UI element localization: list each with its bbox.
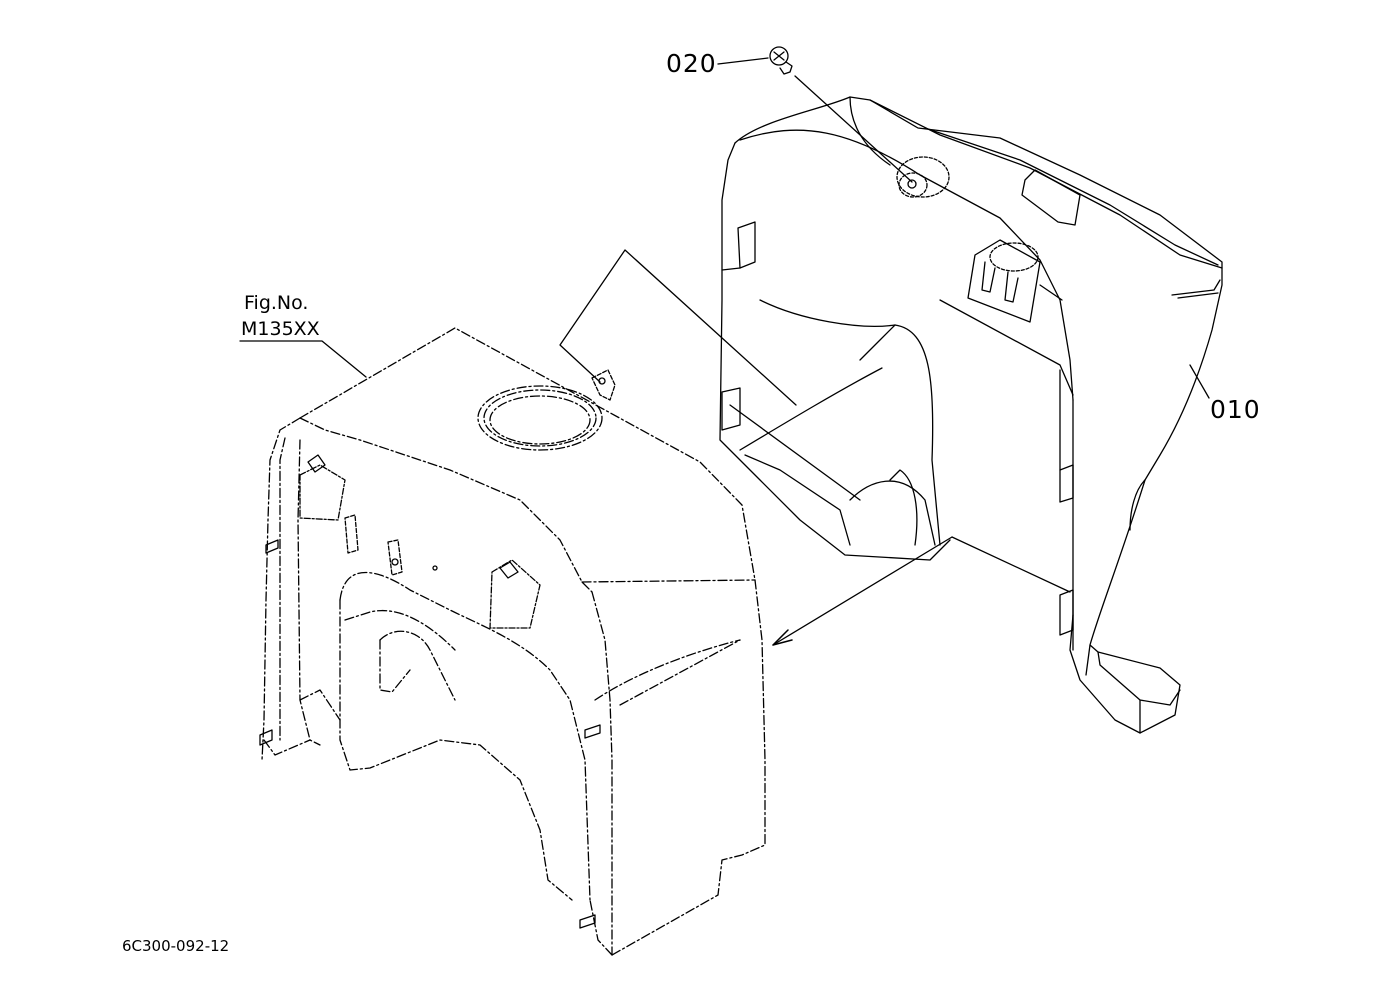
screw-020 (769, 46, 793, 75)
leader-fig-no (239, 340, 367, 378)
front-body-details (259, 369, 616, 929)
leader-020 (717, 57, 769, 65)
panel-010 (719, 96, 1223, 734)
assembly-arrow-shaft (772, 536, 953, 646)
assembly-arrow-head (772, 629, 793, 646)
leader-010 (1189, 364, 1210, 399)
bracket-lines (559, 249, 861, 501)
callout-label-020: 020 (666, 49, 717, 78)
assembly-arrow-line (951, 536, 1071, 593)
screw-axis (794, 75, 913, 183)
callout-label-010: 010 (1210, 395, 1261, 424)
figure-ref-code: M135XX (241, 318, 320, 340)
assembly-lines (559, 75, 1071, 646)
front-body (261, 327, 766, 956)
figure-ref-label: Fig.No. (244, 292, 309, 314)
callout-leaders (239, 57, 1210, 399)
drawing-code: 6C300-092-12 (122, 937, 230, 955)
